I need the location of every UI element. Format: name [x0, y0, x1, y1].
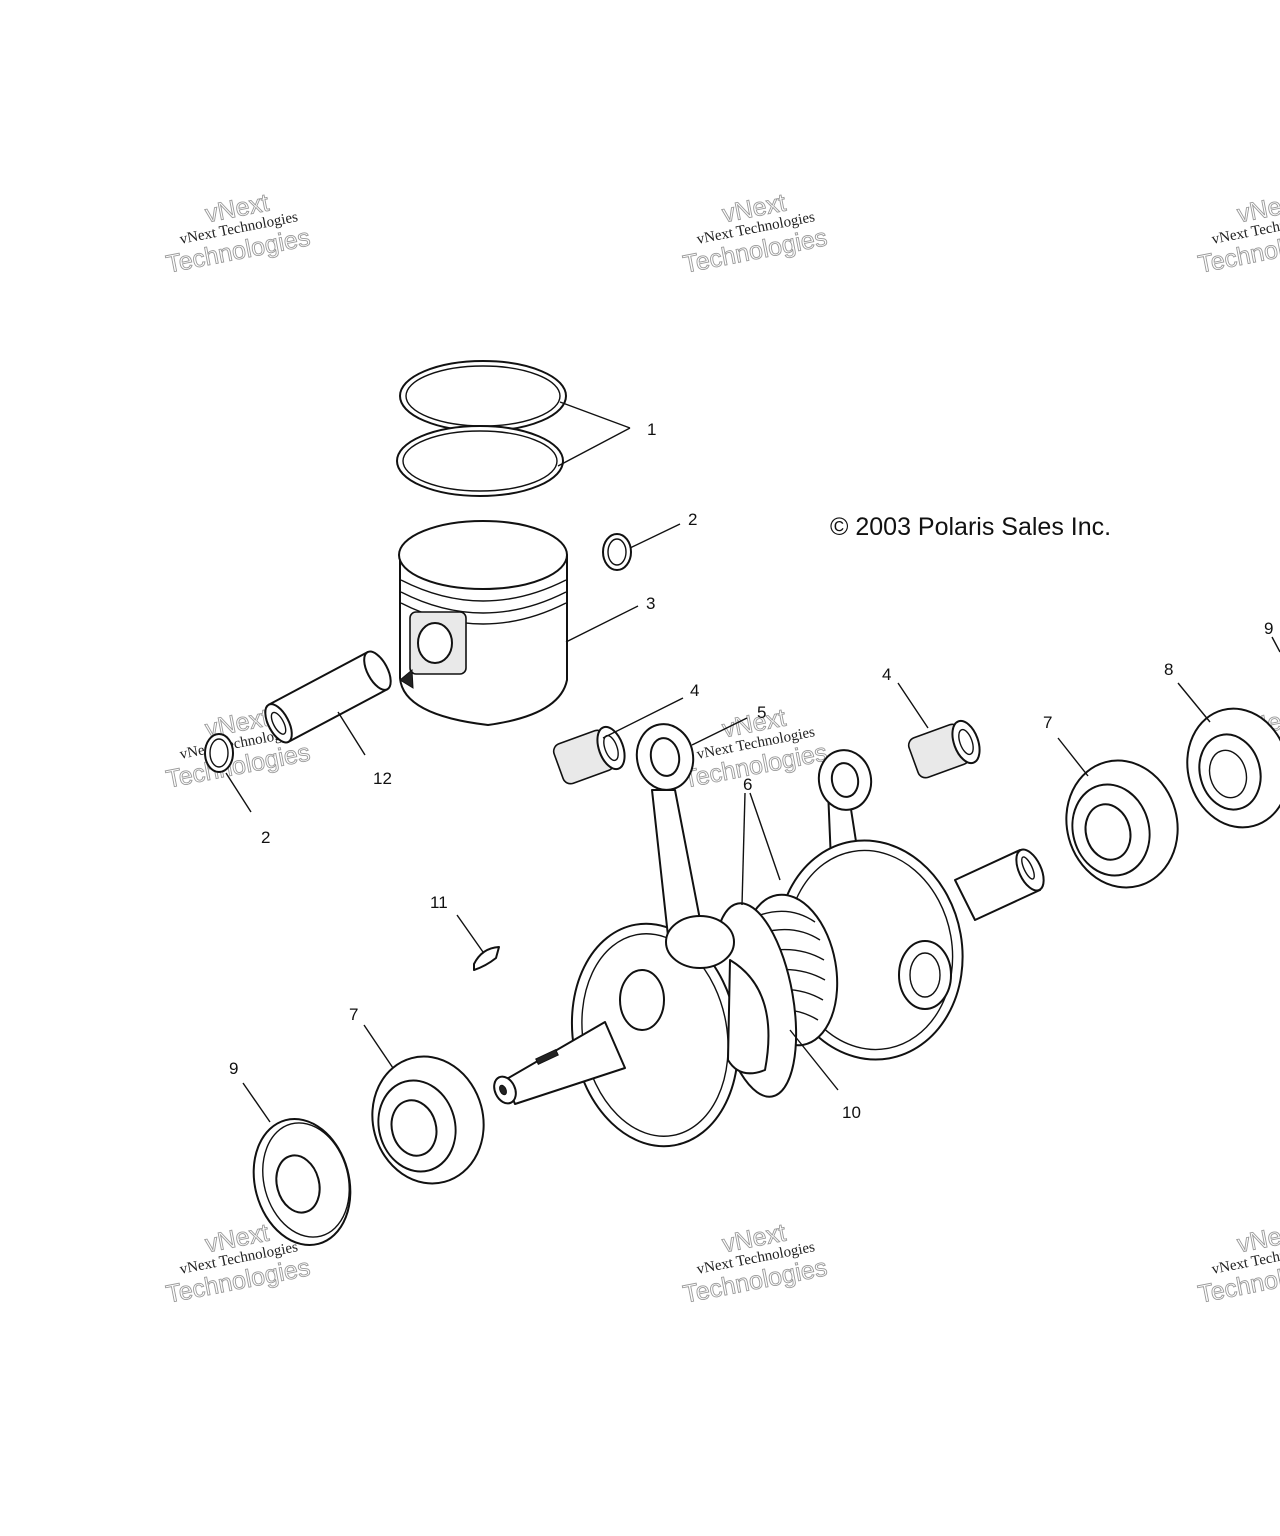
copyright-notice: © 2003 Polaris Sales Inc.: [830, 513, 1111, 541]
callouts: 1 2 3 4 5 6 4 7 8 9 12 2 11 7 9 10: [229, 420, 1273, 1122]
piston-ring-top[interactable]: [399, 360, 567, 432]
leader-line: [565, 605, 639, 643]
callout-3[interactable]: 3: [646, 594, 655, 613]
callout-9[interactable]: 9: [1264, 619, 1273, 638]
piston-pin-end: [363, 650, 392, 691]
leader-line: [741, 792, 746, 906]
leader-line: [242, 1082, 271, 1123]
needle-bearing-bore: [958, 728, 974, 756]
crankshaft-keyway-slot: [535, 1048, 559, 1066]
woodruff-key-body: [473, 946, 500, 971]
callout-10[interactable]: 10: [842, 1103, 861, 1122]
piston-ring-bottom[interactable]: [396, 425, 564, 497]
piston-ring-bottom-inner: [402, 430, 558, 492]
leader-line: [1271, 636, 1280, 653]
piston-ring-groove: [400, 579, 567, 602]
circlip-ring-inner: [209, 738, 229, 768]
crank-pin-right-bore: [909, 952, 941, 998]
leader-line: [749, 792, 781, 881]
leader-line: [337, 711, 366, 756]
callout-2[interactable]: 2: [688, 510, 697, 529]
leader-lines: [225, 401, 1280, 1123]
circlip-right[interactable]: [602, 533, 632, 571]
watermark: vNext vNext Technologies Technologies: [1195, 188, 1280, 279]
oil-seal-lip: [1198, 733, 1262, 811]
main-bearing-bore: [390, 1099, 438, 1157]
callout-12[interactable]: 12: [373, 769, 392, 788]
connecting-rod-left-small-end-bore: [649, 737, 681, 777]
leader-line: [1057, 737, 1089, 777]
crankshaft-output-shaft-end: [1015, 848, 1045, 892]
leader-line: [363, 1024, 394, 1069]
callout-5[interactable]: 5: [757, 703, 766, 722]
main-bearing-right[interactable]: [1052, 748, 1191, 900]
leader-line: [456, 914, 484, 953]
callout-2[interactable]: 2: [261, 828, 270, 847]
circlip-ring-inner: [607, 538, 627, 566]
piston[interactable]: [398, 520, 568, 726]
piston-crown: [398, 520, 568, 590]
piston-pin-hole: [270, 711, 287, 735]
watermark: vNext vNext Technologies Technologies: [680, 1218, 829, 1309]
callout-4[interactable]: 4: [882, 665, 891, 684]
crank-counterweight-hole: [619, 969, 665, 1031]
piston-skirt: [399, 554, 568, 726]
crankshaft-center-hole: [499, 1084, 507, 1096]
crank-web-left: [727, 959, 770, 1075]
connecting-rod-right-small-end-bore: [830, 762, 860, 798]
seal-groove: [759, 910, 816, 923]
leader-line: [602, 697, 684, 739]
main-bearing-bore: [1084, 803, 1132, 861]
woodruff-key[interactable]: [473, 946, 500, 971]
callout-9[interactable]: 9: [229, 1059, 238, 1078]
piston-pin-bore: [417, 622, 453, 664]
seal-washer[interactable]: [240, 1108, 364, 1256]
callout-7[interactable]: 7: [349, 1005, 358, 1024]
callout-8[interactable]: 8: [1164, 660, 1173, 679]
callout-6[interactable]: 6: [743, 775, 752, 794]
leader-line: [225, 772, 252, 813]
seal-washer-lip: [262, 1122, 350, 1238]
piston-skirt-notch: [399, 668, 414, 689]
piston-ring-set[interactable]: [396, 360, 567, 497]
callout-11[interactable]: 11: [430, 893, 448, 912]
main-bearing-left[interactable]: [358, 1044, 497, 1196]
leader-line: [897, 682, 929, 729]
connecting-rod-left-shank: [651, 789, 703, 937]
needle-bearing-right[interactable]: [906, 717, 984, 780]
seal-washer-bore: [275, 1154, 321, 1214]
leader-line: [1177, 682, 1211, 723]
circlip-left[interactable]: [204, 733, 234, 773]
callout-7[interactable]: 7: [1043, 713, 1052, 732]
oil-seal-bore: [1208, 749, 1248, 799]
leader-line: [557, 427, 631, 467]
oil-seal[interactable]: [1174, 697, 1280, 839]
connecting-rod-left-big-end: [665, 915, 735, 969]
piston-ring-groove: [400, 591, 567, 614]
leader-line: [691, 717, 748, 746]
leader-line: [559, 401, 631, 429]
watermark: vNext vNext Technologies Technologies: [163, 188, 312, 279]
callout-4[interactable]: 4: [690, 681, 699, 700]
watermark: vNext vNext Technologies Technologies: [680, 188, 829, 279]
watermark: vNext vNext Technologies Technologies: [1195, 1218, 1280, 1309]
needle-bearing-left[interactable]: [551, 723, 629, 786]
leader-line: [789, 1029, 839, 1091]
crankshaft-output-keyway: [1021, 856, 1035, 880]
crank-pin-right: [898, 940, 952, 1010]
leader-line: [629, 523, 681, 549]
piston-pin[interactable]: [260, 647, 396, 746]
callout-1[interactable]: 1: [647, 420, 656, 439]
crankshaft-assembly[interactable]: [490, 720, 1049, 1160]
